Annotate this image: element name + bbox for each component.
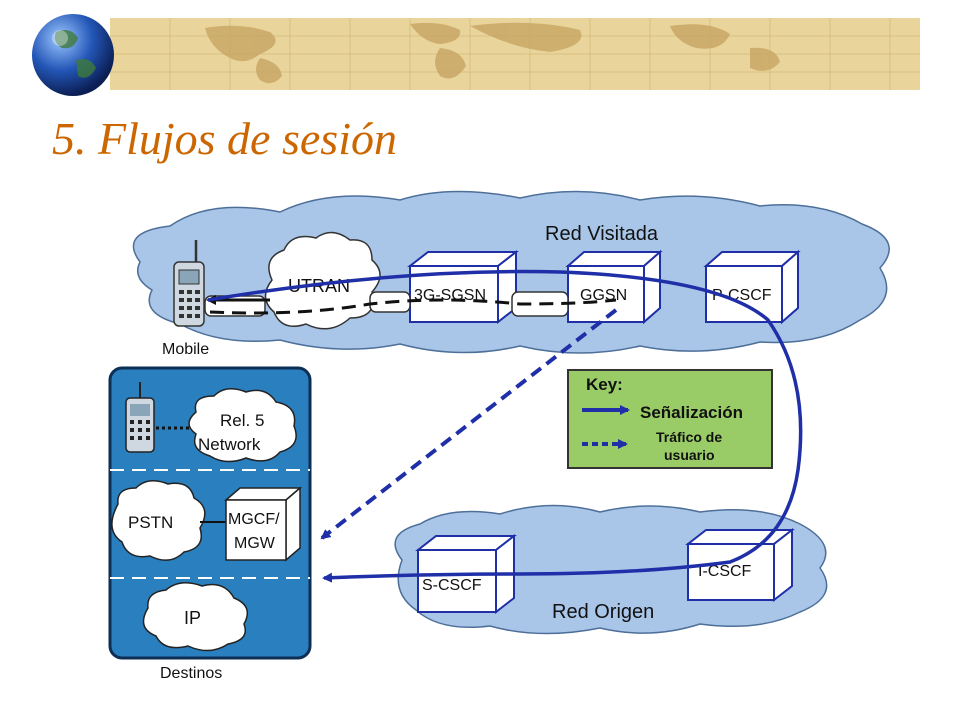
ip-label: IP — [184, 608, 201, 628]
legend-traffic-label-line1: Tráfico de — [656, 429, 722, 445]
destinations-label: Destinos — [160, 665, 222, 682]
destinations-panel — [108, 366, 312, 660]
mgcf-label-line1: MGCF/ — [228, 511, 280, 528]
pcscf-label: P-CSCF — [712, 287, 772, 304]
pstn-label: PSTN — [128, 513, 173, 532]
rel5-label-line2: Network — [198, 435, 261, 454]
rel5-label-line1: Rel. 5 — [220, 411, 264, 430]
icscf-label: I-CSCF — [698, 563, 752, 580]
legend-traffic-label-line2: usuario — [664, 447, 715, 463]
visited-network-label: Red Visitada — [545, 223, 659, 245]
user-traffic-bearer — [209, 298, 617, 315]
mgcf-label-line2: MGW — [234, 535, 276, 552]
globe-icon — [32, 14, 114, 96]
pcscf-node — [703, 249, 801, 325]
scscf-label: S-CSCF — [422, 577, 482, 594]
legend-title: Key: — [586, 375, 623, 394]
user-traffic-path — [320, 308, 618, 540]
signalling-path — [207, 269, 803, 583]
mobile-phone-icon — [173, 240, 205, 327]
legend-signal-label: Señalización — [640, 403, 743, 422]
utran-cloud — [264, 231, 381, 330]
page-title: 5. Flujos de sesión — [52, 113, 397, 164]
legend-box — [567, 369, 773, 469]
world-map-banner — [110, 18, 920, 90]
scscf-node — [415, 533, 517, 615]
mobile-label: Mobile — [162, 341, 209, 358]
icscf-node — [685, 527, 795, 603]
home-network-label: Red Origen — [552, 601, 654, 623]
